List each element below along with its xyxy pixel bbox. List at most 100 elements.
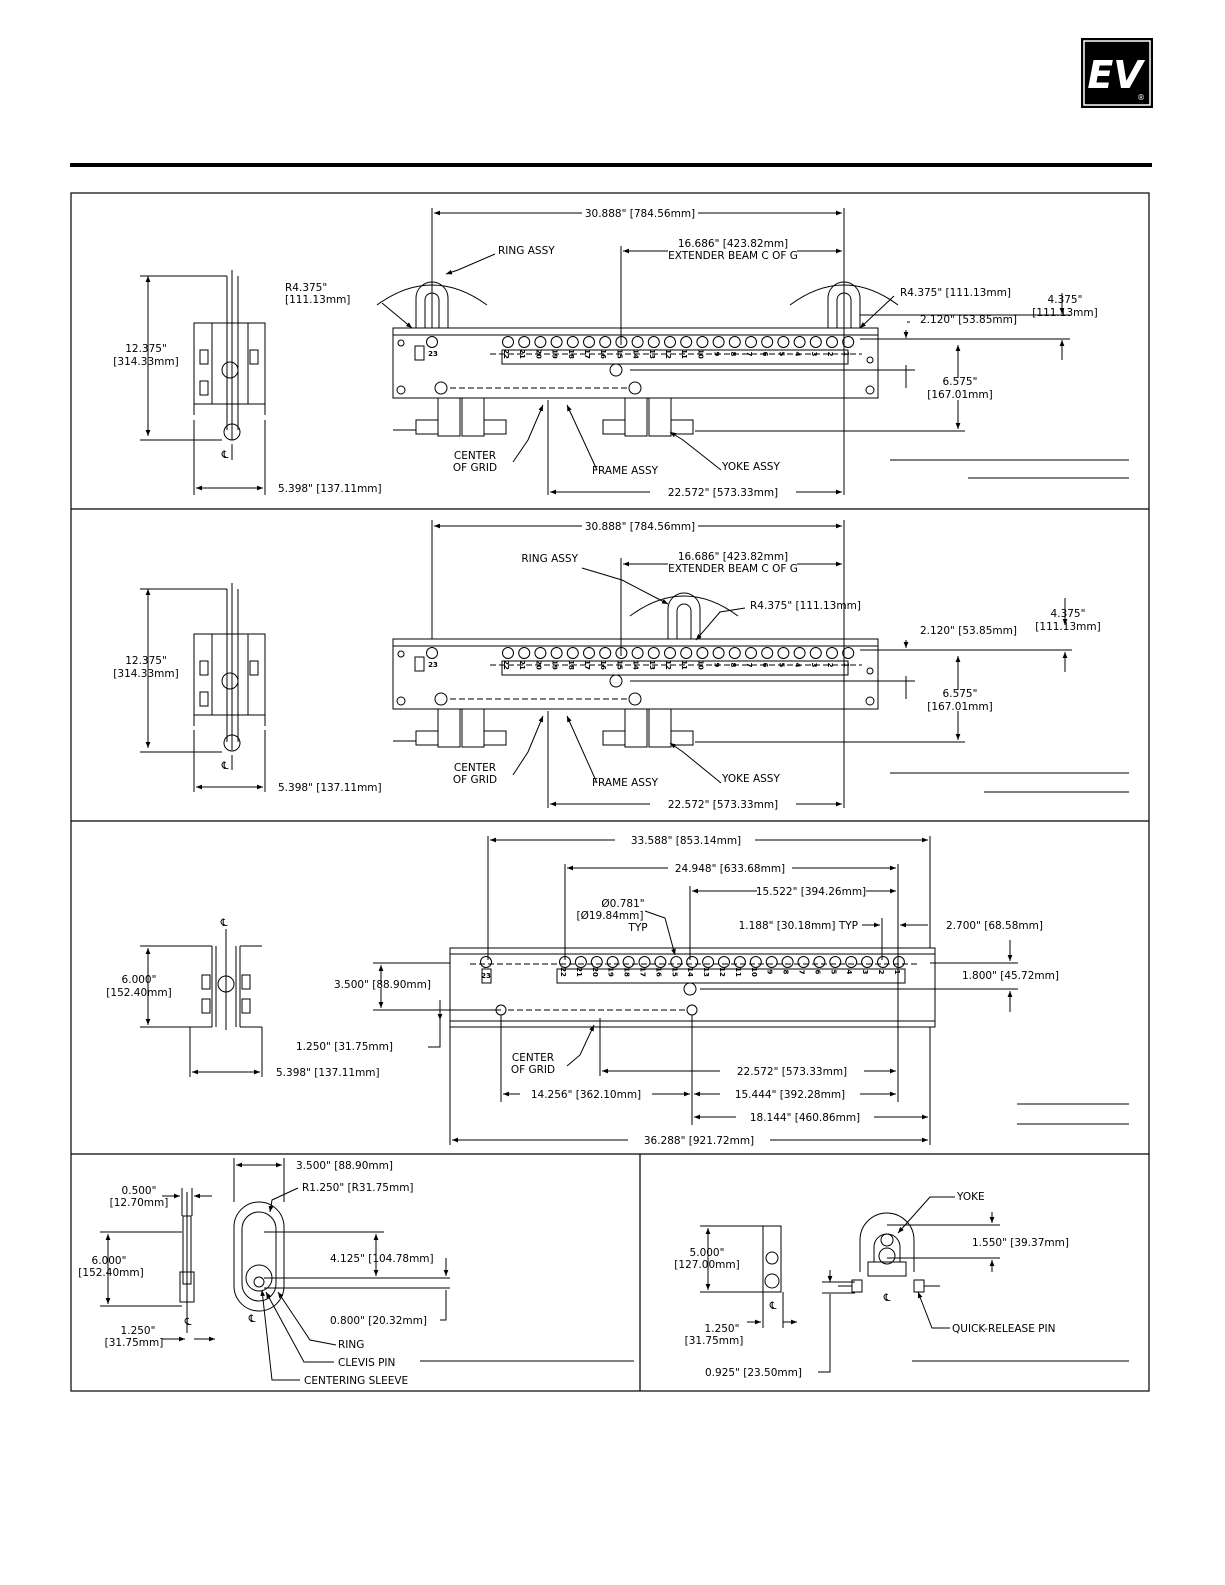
p1-radius-left: R4.375": [285, 282, 327, 294]
hole-number-3: 3: [810, 663, 818, 668]
hole-22: [502, 336, 514, 348]
hole-number-10: 10: [696, 660, 704, 670]
p1-center-grid-2: OF GRID: [453, 462, 497, 474]
hole-number-22: 22: [502, 349, 510, 359]
hole-6: [813, 956, 826, 968]
hole-number-14: 14: [632, 349, 640, 359]
hole-10: [696, 336, 709, 348]
panel-4-drawing: [100, 1158, 634, 1381]
hole-number-5: 5: [777, 352, 785, 357]
panel-3-text: 33.588" [853.14mm] 24.948" [633.68mm] 15…: [106, 835, 1059, 1147]
hole-number-21: 21: [575, 967, 583, 977]
p3-dim-height-mm: [152.40mm]: [106, 987, 171, 999]
p3-centerline-mark: ℄: [220, 917, 228, 929]
panel-5-drawing: [700, 1196, 1129, 1373]
hole-10: [696, 647, 709, 659]
hole-number-7: 7: [745, 352, 753, 357]
hole-number-1: 1: [842, 663, 850, 668]
panel-5-text: YOKE 5.000" [127.00mm] 1.550" [39.37mm] …: [674, 1191, 1069, 1379]
hole-23: [426, 336, 438, 348]
hole-number-16: 16: [654, 967, 662, 977]
hole-2: [826, 647, 838, 659]
p4-centerline-mark-2: ℄: [248, 1313, 256, 1325]
hole-21: [518, 336, 531, 348]
p2-end-hole-number: 23: [428, 661, 438, 669]
hole-number-18: 18: [623, 967, 631, 977]
hole-number-20: 20: [534, 349, 542, 359]
hole-3: [809, 336, 822, 348]
p5-dim-5000-mm: [127.00mm]: [674, 1259, 739, 1271]
hole-number-13: 13: [648, 349, 656, 359]
hole-18: [566, 336, 579, 348]
hole-number-7: 7: [798, 970, 806, 975]
hole-3: [809, 647, 822, 659]
hole-15: [615, 336, 628, 348]
hole-number-14: 14: [686, 967, 694, 977]
hole-19: [606, 956, 619, 968]
hole-number-2: 2: [877, 970, 885, 975]
p3-dim-15444: 15.444" [392.28mm]: [735, 1089, 845, 1101]
hole-number-6: 6: [761, 352, 769, 357]
hole-7: [745, 647, 757, 659]
p1-dim-ring-height: 4.375": [1048, 294, 1083, 306]
p1-dim-cog-label: EXTENDER BEAM C OF G: [668, 250, 798, 262]
hole-number-12: 12: [664, 660, 672, 670]
p3-hole-dia: Ø0.781": [601, 898, 644, 910]
p4-centering-sleeve-label: CENTERING SLEEVE: [304, 1375, 408, 1387]
hole-11: [733, 956, 746, 968]
p2-dim-2120: 2.120" [53.85mm]: [920, 625, 1017, 637]
p1-yoke-assy-label: YOKE ASSY: [721, 461, 780, 473]
hole-19: [550, 336, 563, 348]
p3-dim-22572: 22.572" [573.33mm]: [737, 1066, 847, 1078]
hole-number-3: 3: [810, 352, 818, 357]
hole-number-8: 8: [782, 970, 790, 975]
panel1-side-view: [193, 270, 266, 460]
panel-4-text: 0.500" [12.70mm] 6.000" [152.40mm] 1.250…: [78, 1160, 433, 1387]
p2-dim-height: 12.375": [125, 655, 167, 667]
panel3-side-view: [189, 929, 263, 1077]
hole-18: [566, 647, 579, 659]
hole-number-1: 1: [842, 352, 850, 357]
p5-yoke-label: YOKE: [956, 1191, 985, 1203]
p2-center-grid-2: OF GRID: [453, 774, 497, 786]
hole-number-19: 19: [607, 967, 615, 977]
p3-center-grid-2: OF GRID: [511, 1064, 555, 1076]
p2-dim-6575: 6.575": [943, 688, 978, 700]
hole-16: [599, 336, 612, 348]
hole-3: [861, 956, 874, 968]
panel-1-drawing: [140, 208, 1129, 495]
hole-13: [647, 647, 660, 659]
p4-ring-label: RING: [338, 1339, 364, 1351]
hole-5: [777, 647, 790, 659]
p4-dim-6000: 6.000": [92, 1255, 127, 1267]
p1-dim-height-mm: [314.33mm]: [113, 356, 178, 368]
p3-dim-2700: 2.700" [68.58mm]: [946, 920, 1043, 932]
hole-number-9: 9: [766, 970, 774, 975]
p3-center-grid: CENTER: [512, 1052, 554, 1064]
p4-dim-3500: 3.500" [88.90mm]: [296, 1160, 393, 1172]
p3-dim-36288: 36.288" [921.72mm]: [644, 1135, 754, 1147]
hole-number-10: 10: [696, 349, 704, 359]
p3-dim-14256: 14.256" [362.10mm]: [531, 1089, 641, 1101]
hole-6: [761, 647, 774, 659]
p2-dim-cog-label: EXTENDER BEAM C OF G: [668, 563, 798, 575]
p2-dim-height-mm: [314.33mm]: [113, 668, 178, 680]
hole-2: [826, 336, 838, 348]
outer-frame: [70, 192, 1150, 1392]
hole-18: [622, 956, 635, 968]
hole-20: [534, 647, 547, 659]
p1-centerline-mark: ℄: [221, 449, 229, 461]
hole-number-9: 9: [713, 352, 721, 357]
hole-7: [745, 336, 757, 348]
p2-dim-6575-mm: [167.01mm]: [927, 701, 992, 713]
hole-14: [631, 647, 644, 659]
hole-20: [534, 336, 547, 348]
hole-10: [749, 956, 762, 968]
hole-number-8: 8: [729, 352, 737, 357]
p5-dim-1250: 1.250": [705, 1323, 740, 1335]
hole-number-20: 20: [534, 660, 542, 670]
p4-dim-0500: 0.500": [122, 1185, 157, 1197]
p3-hole-dia-mm: [Ø19.84mm]: [577, 910, 644, 922]
hole-number-2: 2: [826, 663, 834, 668]
